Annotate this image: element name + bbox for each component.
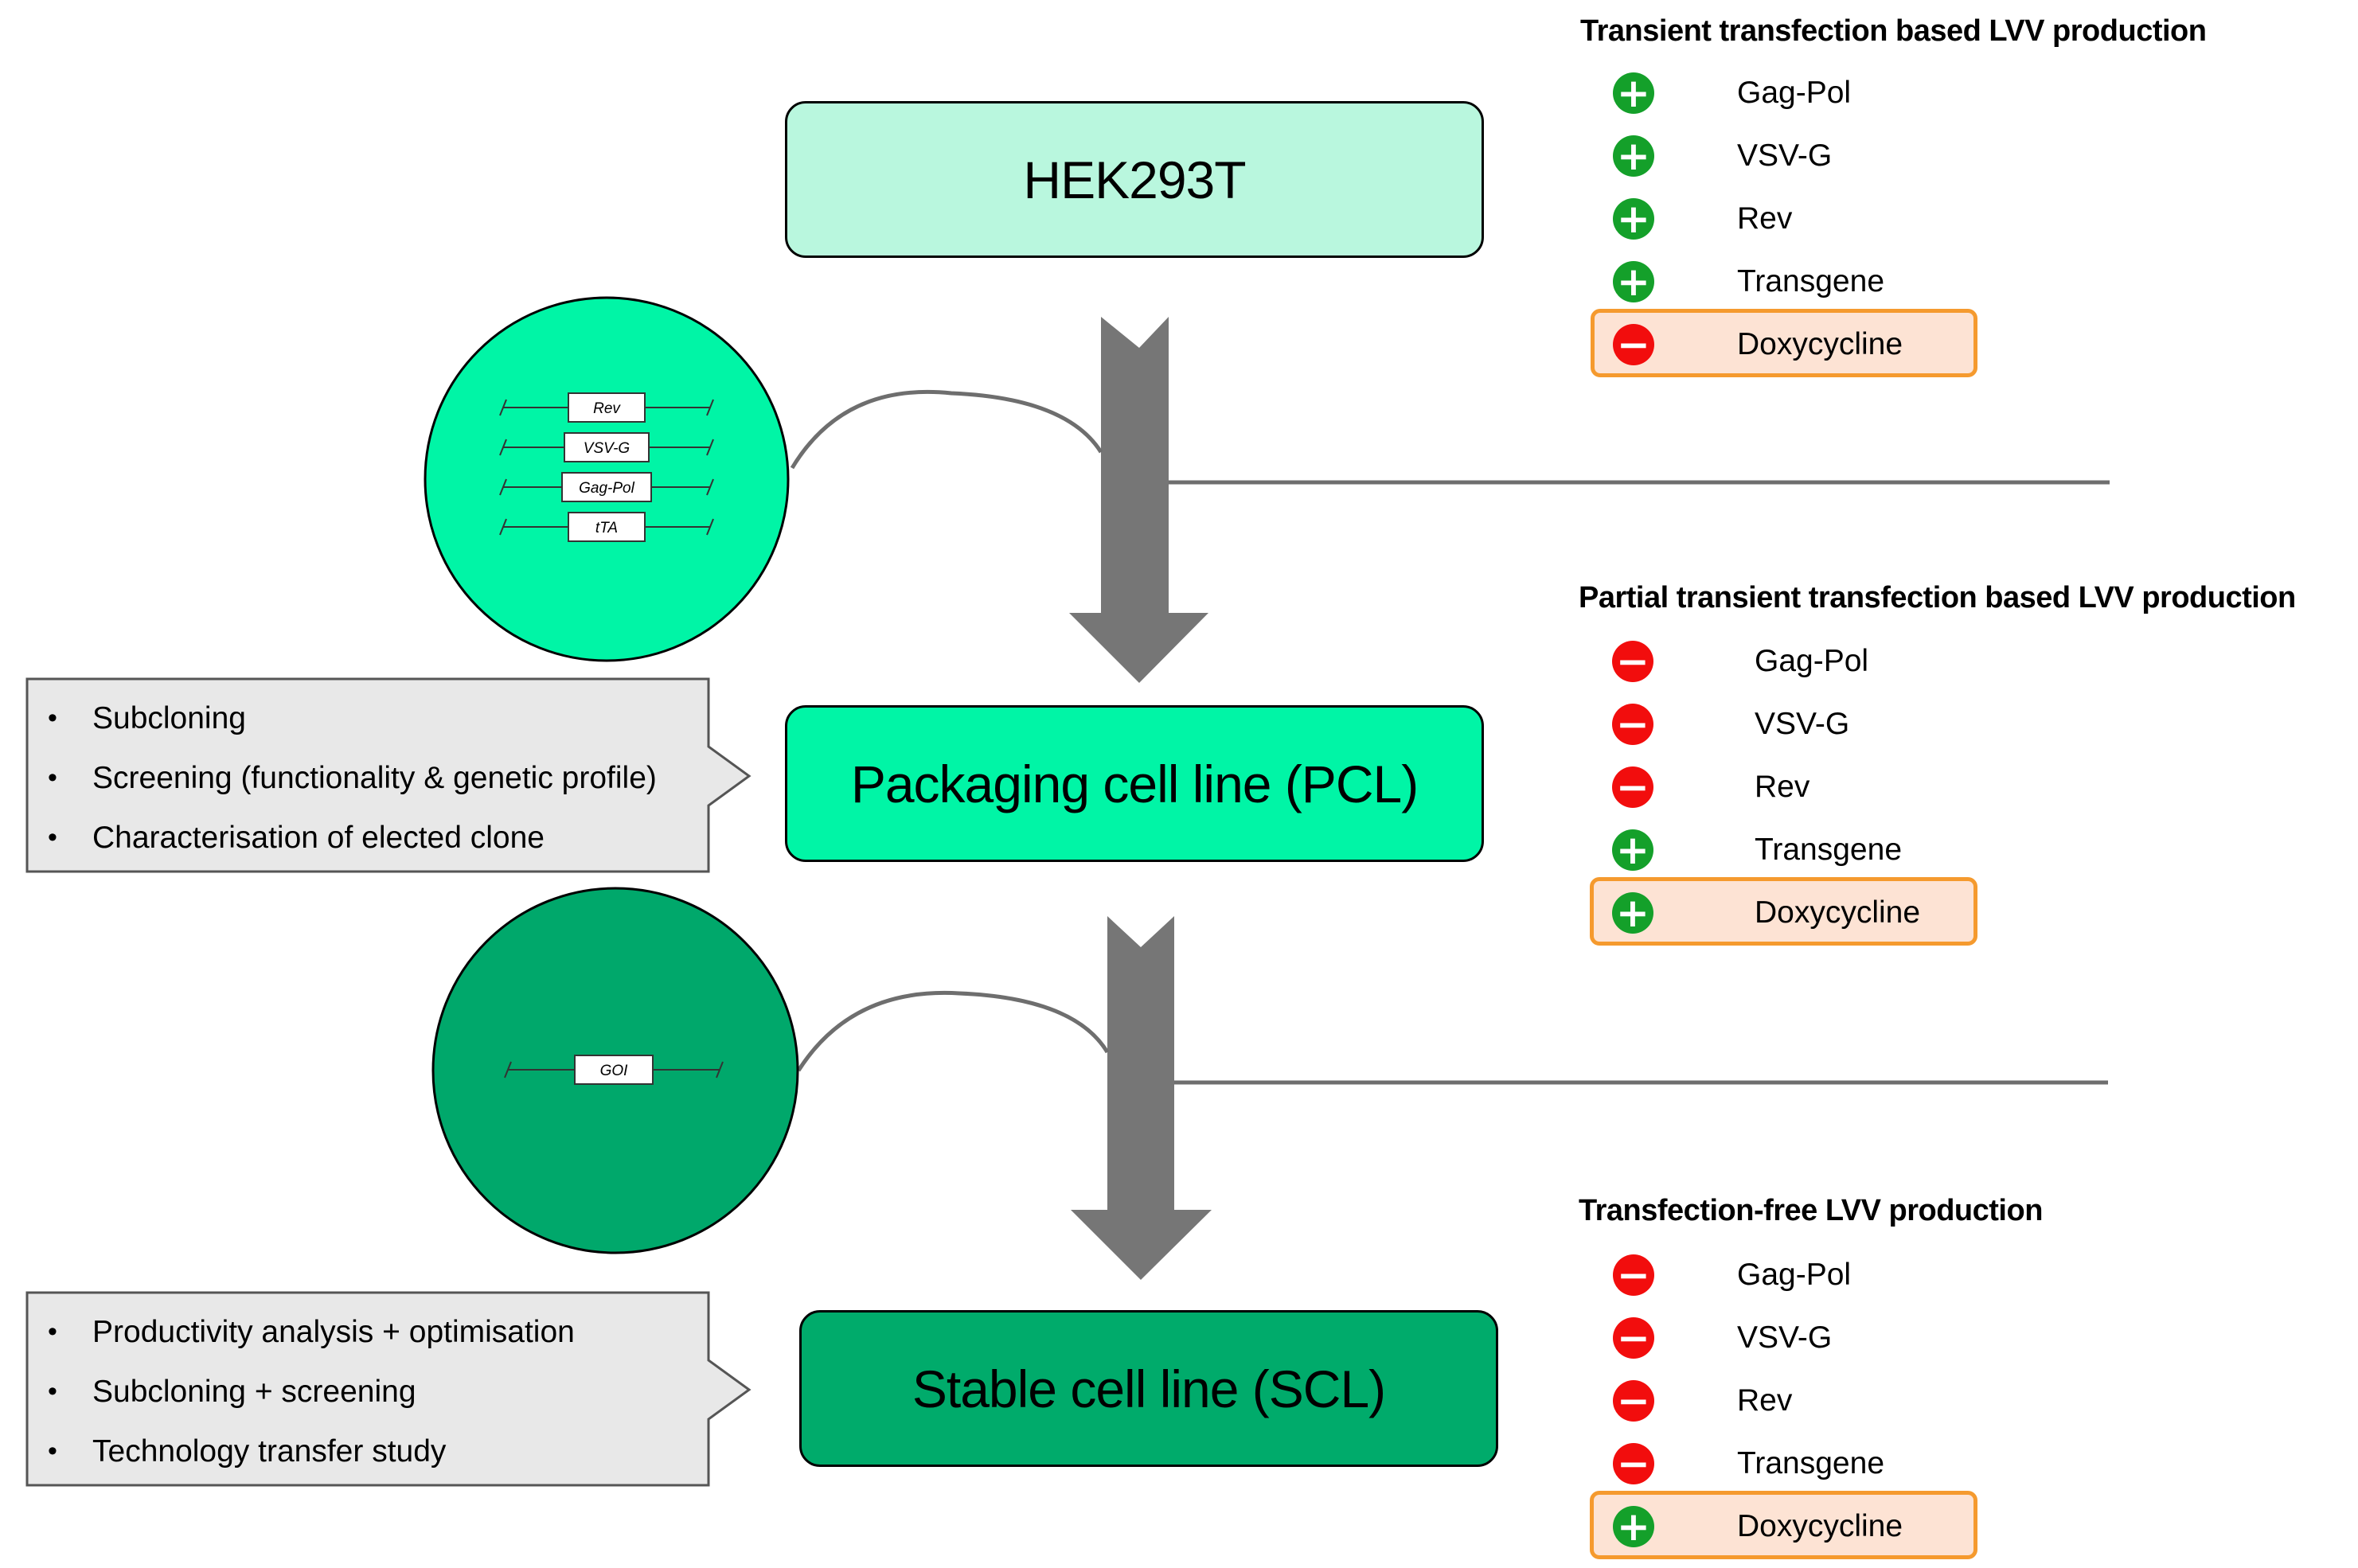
plus-icon: +	[1613, 72, 1654, 114]
callout-scl-steps: Productivity analysis + optimisation Sub…	[27, 1293, 707, 1481]
plus-icon: +	[1612, 829, 1653, 871]
callout-scl-step: Subcloning + screening	[27, 1362, 707, 1422]
vector-pcl-gene-label: Rev	[593, 400, 621, 417]
plus-icon: +	[1613, 1506, 1654, 1547]
node-hek293t: HEK293T	[785, 101, 1484, 258]
callout-pcl-step: Characterisation of elected clone	[27, 808, 707, 868]
vector-pcl-tick	[706, 399, 714, 416]
vector-pcl-tick	[706, 518, 714, 536]
minus-icon: −	[1612, 704, 1653, 745]
requirement-label: Transgene	[1737, 264, 1885, 298]
vector-pcl-tick	[499, 399, 507, 416]
panel-title: Partial transient transfection based LVV…	[1579, 581, 2296, 614]
requirement-label: Doxycycline	[1737, 1509, 1903, 1543]
requirement-label: Rev	[1737, 201, 1793, 236]
vector-pcl-gene-label: VSV-G	[584, 440, 630, 457]
minus-icon: −	[1613, 1443, 1654, 1484]
vector-pcl-tick	[706, 439, 714, 456]
vector-pcl-gene-label: tTA	[595, 520, 618, 536]
node-scl-label: Stable cell line (SCL)	[912, 1359, 1386, 1418]
highlight-box	[1590, 1491, 1977, 1559]
minus-icon: −	[1613, 1254, 1654, 1296]
minus-icon: −	[1613, 324, 1654, 365]
requirement-label: Rev	[1755, 770, 1810, 804]
plus-icon: +	[1613, 261, 1654, 302]
callout-pcl-step: Screening (functionality & genetic profi…	[27, 748, 707, 808]
callout-scl-step: Technology transfer study	[27, 1422, 707, 1481]
panel-title: Transfection-free LVV production	[1579, 1194, 2043, 1227]
highlight-box	[1591, 309, 1977, 377]
plus-icon: +	[1612, 892, 1653, 934]
requirement-label: Doxycycline	[1737, 327, 1903, 361]
highlight-box	[1590, 877, 1977, 946]
callout-scl-step: Productivity analysis + optimisation	[27, 1302, 707, 1362]
vector-pcl-gene-box	[568, 512, 646, 542]
connector-arc-2	[796, 990, 1110, 1072]
requirement-label: Gag-Pol	[1737, 76, 1852, 110]
panel-title: Transient transfection based LVV product…	[1580, 14, 2207, 48]
requirement-label: VSV-G	[1737, 1320, 1833, 1355]
vector-pcl-gene-label: Gag-Pol	[579, 480, 634, 497]
vector-pcl-gene-box	[561, 472, 652, 502]
plus-icon: +	[1613, 198, 1654, 240]
vectors-scl-group: GOI	[504, 1055, 724, 1085]
requirement-label: VSV-G	[1737, 138, 1833, 173]
minus-icon: −	[1612, 766, 1653, 808]
vector-pcl-tick	[706, 478, 714, 496]
minus-icon: −	[1612, 641, 1653, 682]
minus-icon: −	[1613, 1317, 1654, 1359]
node-stable-cell-line: Stable cell line (SCL)	[799, 1310, 1498, 1467]
vector-pcl-tick	[499, 518, 507, 536]
requirement-label: Rev	[1737, 1383, 1793, 1418]
node-packaging-cell-line: Packaging cell line (PCL)	[785, 705, 1484, 862]
vector-pcl-tick	[499, 478, 507, 496]
vector-scl-tick	[504, 1061, 512, 1078]
node-hek293t-label: HEK293T	[1023, 150, 1246, 209]
requirement-label: Doxycycline	[1755, 895, 1921, 930]
arrow-pcl-to-scl	[1071, 916, 1212, 1280]
vector-pcl-gene-box	[568, 392, 646, 423]
requirement-label: Gag-Pol	[1755, 644, 1869, 678]
callout-pcl-step: Subcloning	[27, 688, 707, 748]
requirement-label: VSV-G	[1755, 707, 1850, 741]
connector-arc-1	[790, 389, 1103, 470]
vector-pcl-gene-box	[564, 432, 650, 462]
plus-icon: +	[1613, 135, 1654, 177]
requirement-label: Transgene	[1755, 833, 1903, 867]
vector-scl-tick	[716, 1061, 724, 1078]
vector-scl-gene-box	[574, 1055, 654, 1085]
callout-pcl-steps: Subcloning Screening (functionality & ge…	[27, 679, 707, 868]
requirement-label: Gag-Pol	[1737, 1258, 1852, 1292]
vector-scl-gene-label: GOI	[600, 1063, 629, 1079]
vector-pcl-tick	[499, 439, 507, 456]
arrow-hek-to-pcl	[1069, 317, 1208, 683]
requirement-label: Transgene	[1737, 1446, 1885, 1480]
node-pcl-label: Packaging cell line (PCL)	[850, 754, 1419, 813]
minus-icon: −	[1613, 1380, 1654, 1422]
